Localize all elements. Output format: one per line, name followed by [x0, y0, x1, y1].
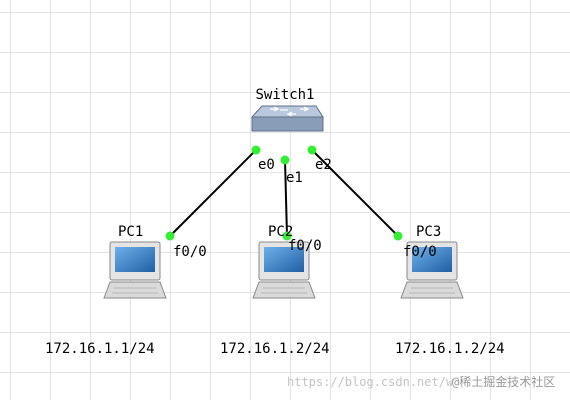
- pc3-label: PC3: [416, 224, 441, 240]
- watermark-brand: @稀土掘金技术社区: [452, 374, 555, 389]
- pc2-label: PC2: [268, 224, 293, 240]
- pc2-computer-icon[interactable]: [252, 241, 316, 299]
- monitor-screen: [264, 247, 304, 272]
- switch1-icon[interactable]: [250, 105, 324, 132]
- pc2-port-label: f0/0: [288, 238, 322, 254]
- link-switch-pc2[interactable]: [284, 159, 288, 237]
- switch-port-e1-label: e1: [286, 170, 303, 186]
- pc1-computer-icon[interactable]: [103, 241, 167, 299]
- port-dot-e1[interactable]: [280, 155, 290, 165]
- switch-label: Switch1: [255, 87, 314, 103]
- watermark-url: https://blog.csdn.net/w: [287, 375, 454, 389]
- keyboard-base: [252, 281, 316, 299]
- link-switch-pc3[interactable]: [311, 149, 399, 237]
- keyboard-base: [400, 281, 464, 299]
- link-switch-pc1[interactable]: [169, 149, 257, 237]
- keyboard-base: [103, 281, 167, 299]
- monitor-screen: [412, 247, 452, 272]
- pc1-ip-address: 172.16.1.1/24: [45, 341, 155, 357]
- pc1-port-label: f0/0: [173, 244, 207, 260]
- port-dot-pc1[interactable]: [165, 231, 175, 241]
- switch-port-e0-label: e0: [258, 157, 275, 173]
- port-dot-e2[interactable]: [307, 145, 317, 155]
- pc1-label: PC1: [118, 224, 143, 240]
- pc2-ip-address: 172.16.1.2/24: [220, 341, 330, 357]
- pc3-port-label: f0/0: [403, 244, 437, 260]
- pc3-computer-icon[interactable]: [400, 241, 464, 299]
- pc3-ip-address: 172.16.1.2/24: [395, 341, 505, 357]
- port-dot-pc2[interactable]: [282, 231, 292, 241]
- switch-port-e2-label: e2: [315, 157, 332, 173]
- port-dot-e0[interactable]: [251, 145, 261, 155]
- port-dot-pc3[interactable]: [393, 231, 403, 241]
- monitor-screen: [115, 247, 155, 272]
